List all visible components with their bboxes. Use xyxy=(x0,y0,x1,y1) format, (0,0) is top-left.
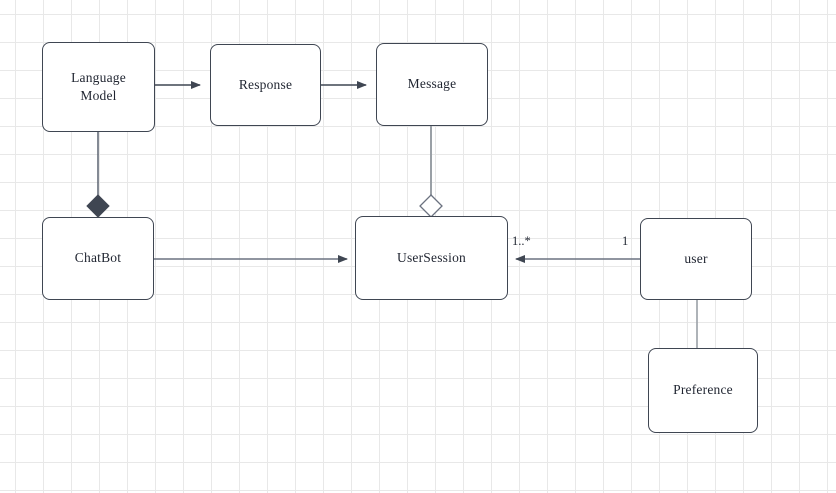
node-response-label: Response xyxy=(238,76,293,92)
node-preference[interactable]: Preference xyxy=(648,348,758,433)
node-language-model-label: Language Model xyxy=(71,69,126,103)
node-usersession[interactable]: UserSession xyxy=(355,216,508,300)
node-response[interactable]: Response xyxy=(210,44,321,126)
edge-language-model-chatbot xyxy=(86,132,110,218)
node-user[interactable]: user xyxy=(640,218,752,300)
node-message-label: Message xyxy=(407,76,457,92)
node-preference-label: Preference xyxy=(673,382,733,398)
node-chatbot-label: ChatBot xyxy=(74,250,122,266)
node-chatbot[interactable]: ChatBot xyxy=(42,217,154,300)
multiplicity-label-usersession: 1..* xyxy=(512,234,531,248)
node-usersession-label: UserSession xyxy=(397,249,466,265)
edge-message-usersession xyxy=(419,126,443,218)
node-message[interactable]: Message xyxy=(376,43,488,126)
node-user-label: user xyxy=(684,250,708,266)
node-language-model[interactable]: Language Model xyxy=(42,42,155,132)
multiplicity-label-user: 1 xyxy=(622,234,629,248)
